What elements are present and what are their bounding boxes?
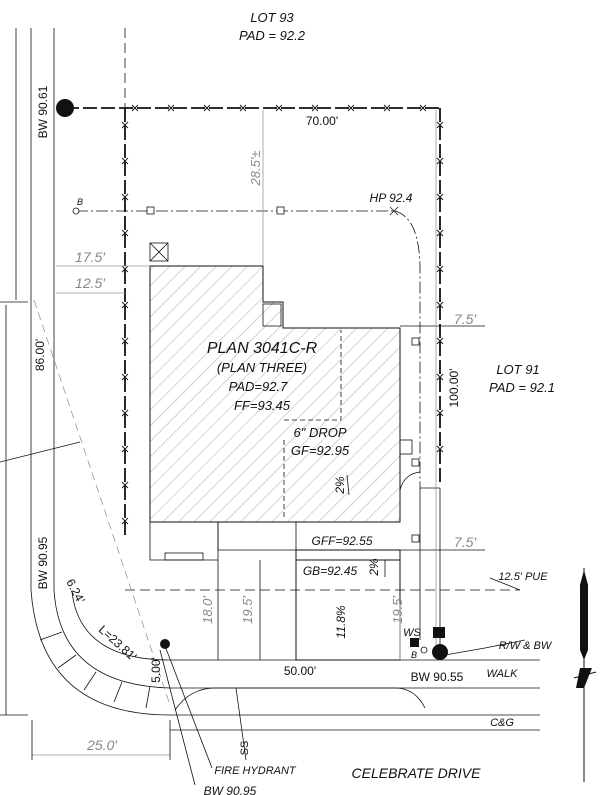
left-street-lines xyxy=(0,28,55,716)
dim-side-125: 12.5' xyxy=(75,275,106,291)
dim-curve-624: 6.24' xyxy=(63,577,87,606)
slope-s2: 2% xyxy=(367,558,381,577)
right-setback-lines xyxy=(399,325,485,650)
north-arrow-icon xyxy=(573,568,597,782)
lot91-name: LOT 91 xyxy=(496,362,539,377)
dim-top-width: 70.00' xyxy=(306,114,338,128)
dim-front-180: 18.0' xyxy=(200,596,215,624)
dimension-lines xyxy=(31,110,437,760)
label-b2: B xyxy=(411,650,417,660)
dim-side-175: 17.5' xyxy=(75,249,106,265)
dim-right-75b: 7.5' xyxy=(454,534,477,550)
curb-return-arcs xyxy=(30,589,171,716)
slope-s1: 2% xyxy=(333,476,347,495)
left-leader xyxy=(0,441,81,463)
plan-gf: GF=92.95 xyxy=(291,443,350,458)
dim-right-75a: 7.5' xyxy=(454,311,477,327)
label-ws: WS xyxy=(403,627,421,639)
bw-top-marker xyxy=(56,99,74,117)
fence-marks xyxy=(121,104,444,525)
label-bw-right: BW 90.55 xyxy=(411,670,464,684)
label-bw-bottom: BW 90.95 xyxy=(204,784,257,795)
garage-area xyxy=(295,549,401,561)
label-walk: WALK xyxy=(487,668,519,680)
drainage-line xyxy=(72,206,421,543)
label-hydrant: FIRE HYDRANT xyxy=(214,765,297,777)
lot-boundary-fence xyxy=(65,107,441,535)
lot93-name: LOT 93 xyxy=(250,10,294,25)
ws-box-icon xyxy=(410,638,419,647)
plan-ff: FF=93.45 xyxy=(234,398,291,413)
lot91-pad: PAD = 92.1 xyxy=(489,380,555,395)
plan-pad: PAD=92.7 xyxy=(229,379,288,394)
leaders xyxy=(159,474,526,786)
label-hp: HP 92.4 xyxy=(370,191,413,205)
plan-sub: (PLAN THREE) xyxy=(217,360,307,375)
markers xyxy=(56,99,448,660)
label-bw-left: BW 90.95 xyxy=(36,536,50,589)
label-cg: C&G xyxy=(490,717,514,729)
dim-front-width: 50.00' xyxy=(284,664,316,678)
dim-bottom-25: 25.0' xyxy=(86,737,118,753)
plan-gff: GFF=92.55 xyxy=(311,534,372,548)
dim-lot-depth: 100.00' xyxy=(447,369,461,408)
dim-left-86: 86.00' xyxy=(33,339,47,371)
slope-s3: 11.8% xyxy=(334,605,348,638)
dim-top-setback: 28.5'± xyxy=(248,151,263,187)
driveway-lines xyxy=(217,560,401,660)
dim-curve-l: L=23.81' xyxy=(96,622,140,663)
plan-drop: 6" DROP xyxy=(293,425,346,440)
building-footprint xyxy=(149,242,413,661)
fire-hydrant-icon xyxy=(160,639,170,649)
pue-leader xyxy=(489,577,521,591)
dim-walk-500: 5.00' xyxy=(149,657,163,683)
bw-right-marker xyxy=(432,644,448,660)
plan-gb: GB=92.45 xyxy=(303,564,358,578)
label-bw-top: BW 90.61 xyxy=(36,85,50,138)
label-ss: SS xyxy=(239,741,251,756)
plan-name: PLAN 3041C-R xyxy=(207,340,318,357)
street-lines xyxy=(170,659,540,731)
diagonal-leader xyxy=(33,299,171,706)
dim-front-195b: 19.5' xyxy=(390,596,405,624)
lot93-pad: PAD = 92.2 xyxy=(239,28,306,43)
label-street: CELEBRATE DRIVE xyxy=(352,765,482,781)
label-rw: R/W & BW xyxy=(499,640,553,652)
corner-box-icon xyxy=(149,242,169,262)
water-service-icon xyxy=(433,627,445,638)
label-pue: 12.5' PUE xyxy=(498,571,548,583)
dim-front-195a: 19.5' xyxy=(240,596,255,624)
label-b1: B xyxy=(77,197,83,207)
